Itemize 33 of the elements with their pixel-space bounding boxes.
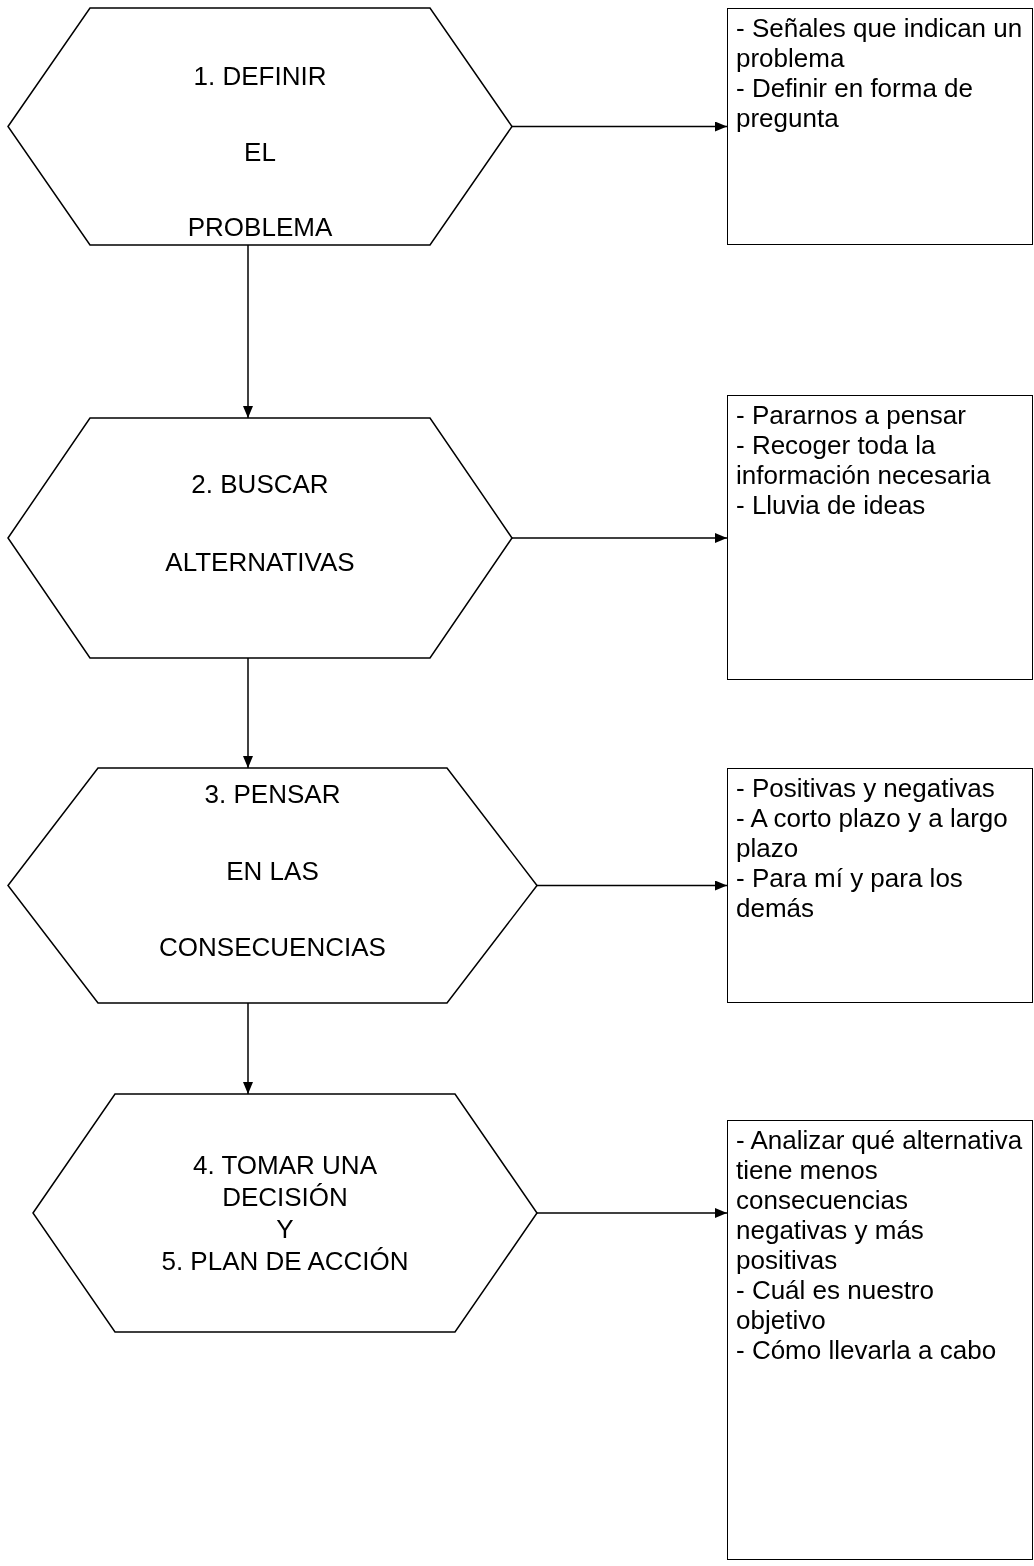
notes-box [727, 395, 1033, 680]
step-label: 3. PENSAR [204, 778, 341, 810]
note-text: - Lluvia de ideas [736, 490, 927, 520]
step-label: 4. TOMAR UNA DECISIÓN [192, 1149, 378, 1213]
arrow [511, 533, 728, 543]
note-text: - Definir en forma de pregunta [736, 73, 974, 133]
step-label: 2. BUSCAR [191, 468, 329, 500]
arrow [536, 880, 728, 891]
note-text: - Cuál es nuestro objetivo [736, 1275, 935, 1335]
step-label: EN LAS [226, 854, 319, 887]
arrow [243, 657, 253, 769]
step-label: ALTERNATIVAS [165, 546, 355, 578]
note-text: - Para mí y para los demás [736, 863, 964, 923]
arrow [511, 121, 728, 132]
step-label: CONSECUENCIAS [159, 931, 386, 963]
notes-box [727, 8, 1033, 245]
notes-box [727, 768, 1033, 1003]
note-text: - Positivas y negativas [736, 773, 996, 803]
note-text: - Recoger toda la información necesaria [736, 430, 992, 490]
note-text: - Cómo llevarla a cabo [736, 1335, 998, 1365]
notes-box [727, 1120, 1033, 1560]
note-text: - Analizar qué alternativa tiene menos consecuencias negativas y más positivas [736, 1125, 1024, 1275]
note-text: - A corto plazo y a largo plazo [736, 803, 1009, 863]
note-text: - Pararnos a pensar [736, 400, 967, 430]
step-label: EL [244, 135, 276, 168]
step-label: 5. PLAN DE ACCIÓN [161, 1245, 409, 1277]
note-text: - Señales que indican un problema [736, 13, 1024, 73]
arrow [243, 244, 253, 419]
step-label: Y [276, 1213, 294, 1245]
step-label: 1. DEFINIR [193, 60, 327, 92]
arrow [243, 1002, 253, 1095]
arrow [536, 1208, 728, 1218]
step-label: PROBLEMA [187, 211, 333, 243]
